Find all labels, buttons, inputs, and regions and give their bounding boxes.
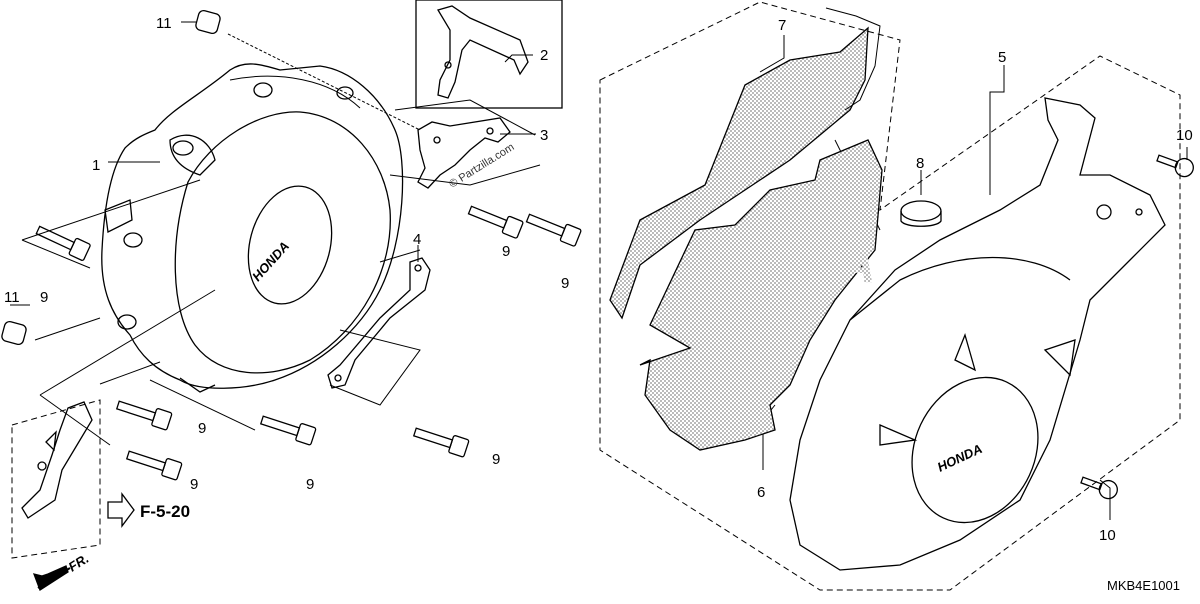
front-label: FR. <box>66 551 92 575</box>
insulator-6 <box>639 139 883 451</box>
bolt-9-set <box>35 205 582 481</box>
reference-label[interactable]: F-5-20 <box>140 502 190 521</box>
callout-9e[interactable]: 9 <box>190 476 198 493</box>
callout-2[interactable]: 2 <box>540 47 548 64</box>
front-arrow <box>32 565 71 591</box>
callout-10a[interactable]: 10 <box>1176 127 1193 144</box>
stay-4 <box>327 257 431 389</box>
callout-3[interactable]: 3 <box>540 127 548 144</box>
callout-9c[interactable]: 9 <box>561 275 569 292</box>
bracket-3 <box>417 117 511 189</box>
callout-5[interactable]: 5 <box>998 49 1006 66</box>
brand-logo-cover-5: HONDA <box>935 441 985 475</box>
callout-11a[interactable]: 11 <box>156 15 172 32</box>
callout-1[interactable]: 1 <box>92 157 100 174</box>
diagram-code: MKB4E1001 <box>1107 578 1180 593</box>
assembly-group-right <box>599 1 1181 591</box>
callout-11b[interactable]: 11 <box>4 289 20 306</box>
callout-9g[interactable]: 9 <box>492 451 500 468</box>
callout-4[interactable]: 4 <box>413 231 421 248</box>
inset-frame <box>415 0 563 109</box>
bracket-lower-left <box>21 401 93 519</box>
bracket-2 <box>437 5 529 99</box>
screw-10-set <box>1080 154 1194 500</box>
callout-9b[interactable]: 9 <box>502 243 510 260</box>
callout-10b[interactable]: 10 <box>1099 527 1116 544</box>
watermark: © Partzilla.com <box>447 141 516 190</box>
callout-7[interactable]: 7 <box>778 17 786 34</box>
callout-9f[interactable]: 9 <box>306 476 314 493</box>
insulator-7 <box>609 26 869 320</box>
dowel-pin-11 <box>1 9 221 346</box>
brand-logo-cover-1: HONDA <box>249 239 292 284</box>
leader-5 <box>989 65 1005 195</box>
collar-8 <box>900 200 942 227</box>
callout-9d[interactable]: 9 <box>198 420 206 437</box>
leader-7 <box>759 35 785 73</box>
ghost-brand-lettering: HONDA <box>685 236 876 294</box>
reference-arrow <box>107 492 135 528</box>
callout-6[interactable]: 6 <box>757 484 765 501</box>
callout-8[interactable]: 8 <box>916 155 924 172</box>
callouts: 1 2 3 4 5 6 7 8 9 9 9 9 9 9 9 10 10 11 1… <box>4 15 1193 544</box>
callout-9a[interactable]: 9 <box>40 289 48 306</box>
bracket-group-box <box>11 399 101 559</box>
left-crankcase-cover <box>101 63 404 393</box>
outer-cover-5 <box>789 97 1166 571</box>
